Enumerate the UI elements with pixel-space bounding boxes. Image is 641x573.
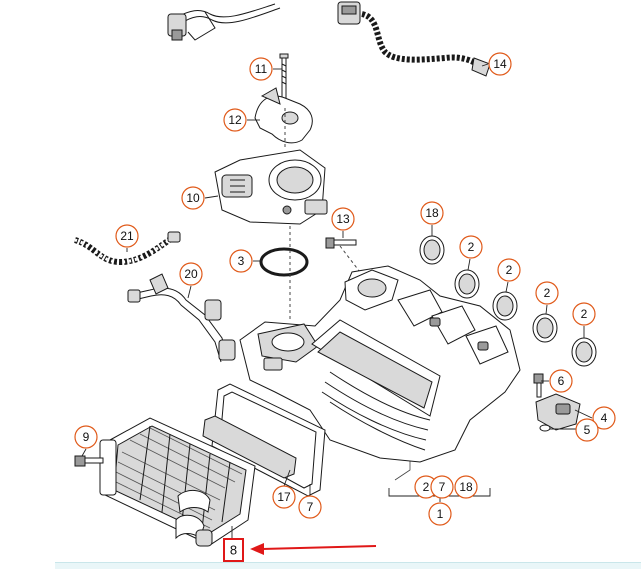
svg-text:14: 14 [493,57,507,71]
bottom-strip [55,562,641,569]
intercooler-8 [99,417,256,547]
callout-10: 10 [181,186,205,210]
svg-text:6: 6 [558,374,565,388]
svg-text:5: 5 [584,423,591,437]
callout-2-c: 2 [535,281,559,305]
svg-text:3: 3 [238,254,245,268]
bracket-12 [254,87,313,144]
washer-5 [539,424,551,432]
breather-hose-21 [73,231,181,266]
callout-11: 11 [249,57,273,81]
intake-manifold [239,265,521,463]
callout-12: 12 [223,108,247,132]
svg-text:13: 13 [336,212,350,226]
svg-text:2: 2 [506,263,513,277]
pointer-arrow [250,543,377,555]
gasket-17 [202,415,297,479]
svg-text:12: 12 [228,113,242,127]
svg-text:20: 20 [184,267,198,281]
callout-6: 6 [549,369,573,393]
svg-text:18: 18 [425,206,439,220]
svg-text:8: 8 [230,543,237,558]
callout-4: 4 [592,406,616,430]
callout-3: 3 [229,249,253,273]
gasket-3 [259,247,309,277]
callout-17: 17 [272,485,296,509]
svg-text:1: 1 [437,507,444,521]
svg-text:2: 2 [581,307,588,321]
callout-21: 21 [115,224,139,248]
bolt-9 [74,455,104,467]
svg-text:21: 21 [120,229,134,243]
callout-9: 9 [74,425,98,449]
vacuum-hose-14 [337,1,491,77]
callout-5: 5 [575,418,599,442]
callout-20: 20 [179,262,203,286]
svg-text:18: 18 [459,480,473,494]
seal-ring-2b [492,291,518,321]
svg-text:2: 2 [544,286,551,300]
svg-text:17: 17 [277,490,291,504]
callout-13: 13 [331,207,355,231]
callout-1: 1 [428,502,452,526]
callout-18-bottom: 18 [454,475,478,499]
callout-2-a: 2 [459,235,483,259]
throttle-body-10 [214,149,328,225]
svg-text:7: 7 [439,480,446,494]
svg-text:9: 9 [83,430,90,444]
callout-18-top: 18 [420,201,444,225]
svg-text:2: 2 [423,480,430,494]
vacuum-line-left [167,3,281,41]
seal-ring-2d [571,337,597,367]
pipe-20 [127,273,236,363]
svg-text:2: 2 [468,240,475,254]
callout-7-bottom: 7 [430,475,454,499]
bolt-13 [325,237,357,249]
seal-ring-2c [532,313,558,343]
callout-7-left: 7 [298,495,322,519]
callout-2-b: 2 [497,258,521,282]
seal-ring-18 [419,235,445,265]
seal-ring-2a [454,269,480,299]
svg-text:11: 11 [255,62,268,76]
callout-14: 14 [488,52,512,76]
highlighted-callout-8[interactable]: 8 [223,538,244,562]
callout-2-d: 2 [572,302,596,326]
bolt-6 [533,373,544,398]
svg-text:10: 10 [186,191,200,205]
svg-text:4: 4 [601,411,608,425]
sensor-4 [535,393,581,431]
svg-text:7: 7 [307,500,314,514]
